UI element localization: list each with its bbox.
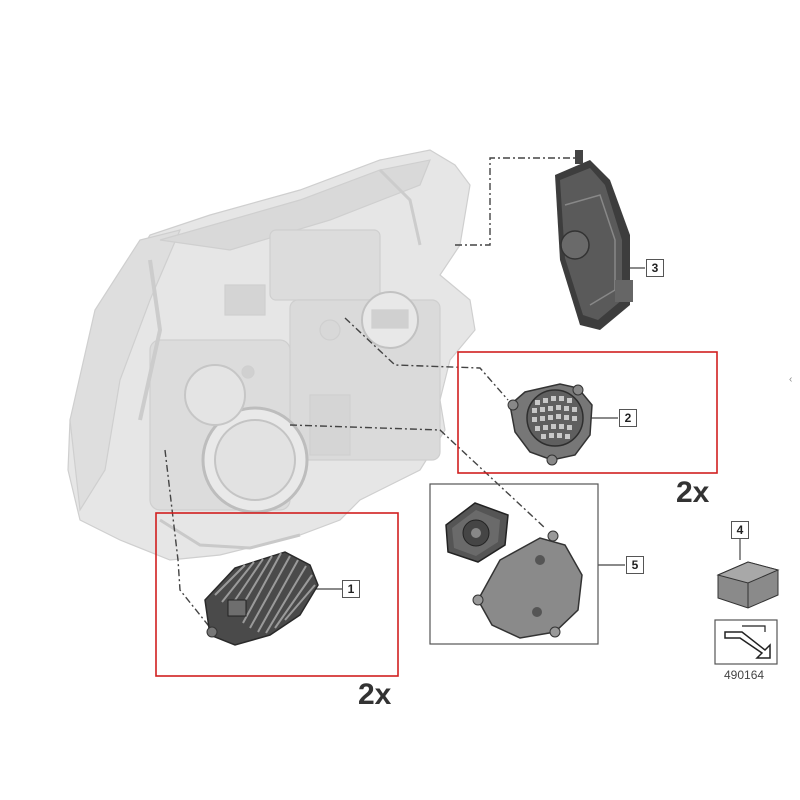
heat-sink-module-part1 [204,551,319,646]
cover-plate-part5 [472,530,583,639]
part-label-4: 4 [731,521,749,539]
scroll-arrow-icon[interactable]: ‹ [789,374,793,385]
part-label-5: 5 [626,556,644,574]
headlight-housing [67,149,476,561]
part-label-1: 1 [342,580,360,598]
leader-lines [164,157,578,631]
diagram-id: 490164 [724,668,765,682]
highlight-box-part1 [155,512,399,677]
highlight-box-part2 [457,351,718,474]
part-label-2: 2 [619,409,637,427]
solid-leaders [312,267,741,590]
control-unit-part3 [555,150,633,330]
diagram-symbol-icon [724,631,771,659]
part-label-3: 3 [646,259,664,277]
fan-part5 [445,502,509,563]
quantity-label-part2: 2x [676,476,710,509]
round-led-module-part2 [507,383,593,466]
quantity-label-part1: 2x [358,678,392,711]
part5-group-box [429,483,599,645]
repair-kit-box-part4 [716,561,780,609]
